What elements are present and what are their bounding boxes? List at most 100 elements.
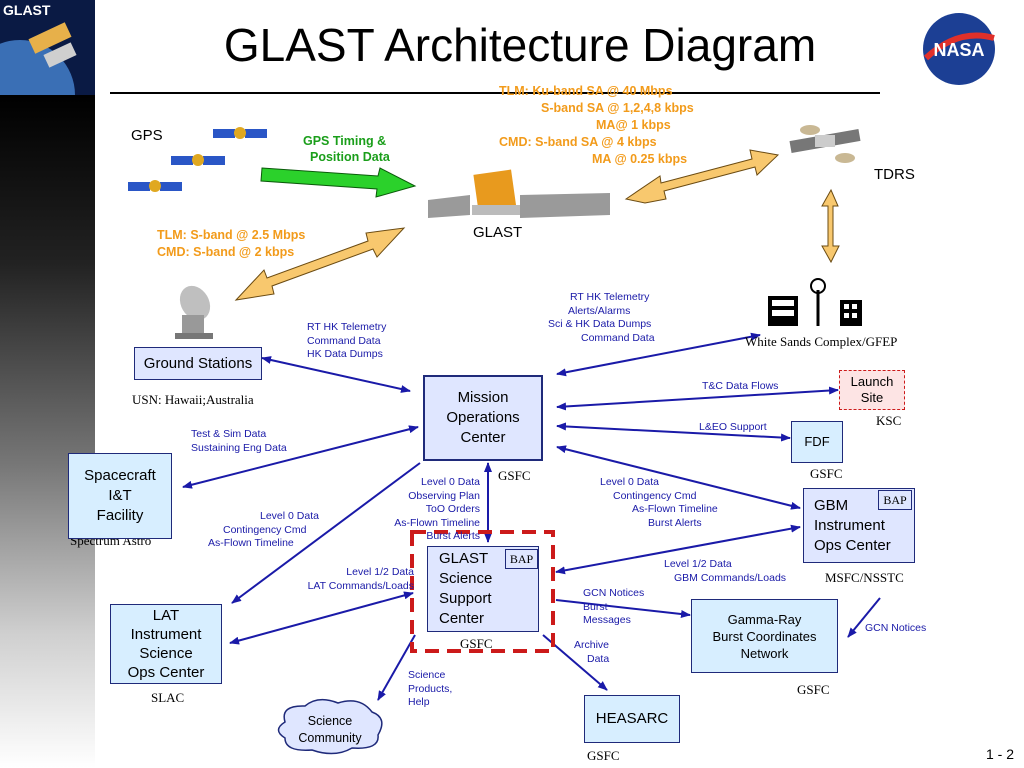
tc-flows-arrow [556, 386, 839, 411]
sidebar-gradient [0, 95, 95, 768]
gbm-gssc-arrow [555, 524, 801, 575]
gssc-bap-label: BAP [509, 552, 534, 566]
archive-flow-label: Archive Data [574, 639, 609, 666]
moc-lat-flow-label: Level 0 Data Contingency Cmd As-Flown Ti… [208, 510, 319, 551]
launch-label-2: Site [860, 390, 884, 405]
gbm-gssc-flow-1: Level 1/2 Data [664, 558, 732, 570]
gcn-location-label: GSFC [797, 682, 830, 697]
gs-moc-arrow [261, 356, 411, 393]
moc-gbm-flow-label: Level 0 Data Contingency Cmd As-Flown Ti… [600, 476, 718, 530]
lat-gssc-arrow [229, 591, 414, 645]
moc-label-3: Center [460, 429, 506, 446]
tlm-s-label-1: TLM: S-band @ 2.5 Mbps [157, 228, 306, 242]
heasarc-box[interactable]: HEASARC [584, 695, 680, 743]
tdrs-satellite-icon [789, 125, 861, 163]
title-divider [110, 92, 880, 94]
gps-timing-label-2: Position Data [310, 150, 390, 164]
gssc-box[interactable]: GLAST Science Support Center [427, 546, 539, 632]
community-label-1: Science [307, 714, 353, 728]
gssc-label-2: Science [439, 570, 493, 587]
gcn-label-3: Network [740, 645, 789, 661]
glast-logo: GLAST [0, 0, 95, 95]
tc-flows-label: T&C Data Flows [702, 380, 779, 392]
lat-gssc-flow-2: LAT Commands/Loads [307, 579, 414, 592]
lat-label-4: Ops Center [127, 664, 205, 681]
gcn-box[interactable]: Gamma-Ray Burst Coordinates Network [691, 599, 838, 673]
moc-gbm-flow-3: As-Flown Timeline [632, 503, 718, 516]
sci-prod-flow-2: Products, [408, 682, 453, 695]
lat-label-3: Science [139, 645, 193, 662]
gps-timing-label-1: GPS Timing & [303, 134, 387, 148]
sit-label-3: Facility [96, 507, 144, 524]
glast-logo-art [0, 22, 77, 95]
gbm-gssc-flow-2: GBM Commands/Loads [674, 571, 787, 584]
page-title: GLAST Architecture Diagram [223, 19, 817, 71]
fdf-label: FDF [804, 434, 830, 449]
sci-prod-flow-1: Science [408, 669, 446, 681]
moc-gssc-flow-label: Level 0 Data Observing Plan ToO Orders A… [387, 476, 480, 544]
tlm-ku-label-3: MA@ 1 kbps [596, 118, 671, 132]
moc-label-2: Operations [446, 409, 520, 426]
gbm-gcn-arrow [847, 597, 881, 638]
gssc-gcn-flow-label: GCN Notices Burst Messages [583, 587, 644, 628]
sit-label-1: Spacecraft [84, 467, 156, 484]
wsc-moc-flow-1: RT HK Telemetry [570, 291, 650, 303]
tdrs-wsc-link-arrow [821, 188, 840, 264]
test-sim-arrow [182, 425, 419, 489]
lat-location-label: SLAC [151, 690, 185, 705]
fdf-box[interactable]: FDF [791, 421, 843, 463]
gssc-location-label: GSFC [460, 636, 493, 651]
moc-gssc-flow-1: Level 0 Data [421, 476, 480, 488]
nasa-logo: NASA [923, 13, 995, 85]
wsc-label: White Sands Complex/GFEP [745, 334, 898, 349]
gssc-highlight-border [410, 530, 555, 653]
usn-label: USN: Hawaii;Australia [132, 392, 254, 407]
moc-label-1: Mission [457, 389, 509, 406]
moc-gssc-flow-4: As-Flown Timeline [394, 516, 480, 529]
gssc-gcn-arrow [555, 599, 691, 618]
lat-label-1: LAT [152, 607, 180, 624]
wsc-moc-flow-2: Alerts/Alarms [568, 304, 631, 317]
lat-isoc-box[interactable]: LAT Instrument Science Ops Center [110, 604, 222, 684]
glast-tdrs-link-arrow [624, 149, 780, 204]
moc-gbm-flow-2: Contingency Cmd [613, 489, 697, 502]
sci-products-flow-label: Science Products, Help [408, 669, 452, 710]
moc-gssc-flow-5: Burst Alerts [426, 530, 480, 543]
moc-lat-flow-3: As-Flown Timeline [208, 537, 294, 550]
leo-arrow [556, 422, 791, 442]
gssc-label-1: GLAST [439, 550, 489, 567]
launch-site-box[interactable]: Launch Site [839, 370, 905, 410]
wsc-moc-flow-label: RT HK Telemetry Alerts/Alarms Sci & HK D… [548, 291, 655, 345]
archive-flow-2: Data [587, 652, 610, 665]
test-flow-1: Test & Sim Data [191, 428, 267, 440]
tlm-ku-label-5: MA @ 0.25 kbps [592, 152, 688, 166]
gs-moc-flow-2: Command Data [307, 334, 381, 347]
glast-logo-text: GLAST [3, 2, 51, 18]
wsc-moc-flow-4: Command Data [581, 331, 655, 344]
ground-antenna-icon [175, 285, 213, 339]
test-sim-flow-label: Test & Sim Data Sustaining Eng Data [191, 428, 287, 455]
moc-box[interactable]: Mission Operations Center [423, 375, 543, 461]
gbm-bap-label: BAP [883, 493, 907, 507]
test-flow-2: Sustaining Eng Data [191, 441, 287, 454]
gssc-gcn-flow-3: Messages [583, 614, 631, 627]
moc-gssc-flow-3: ToO Orders [425, 503, 480, 516]
science-community-cloud [277, 698, 383, 755]
gs-moc-flow-3: HK Data Dumps [307, 348, 383, 361]
lat-gssc-flow-label: Level 1/2 Data LAT Commands/Loads [285, 566, 414, 593]
spacecraft-it-box[interactable]: Spacecraft I&T Facility [68, 453, 172, 539]
community-label-2: Community [298, 731, 362, 745]
leo-label: L&EO Support [699, 421, 767, 433]
heasarc-location-label: GSFC [587, 748, 620, 763]
moc-lat-flow-2: Contingency Cmd [223, 523, 307, 536]
gssc-bap-badge: BAP [505, 549, 538, 569]
moc-gbm-flow-1: Level 0 Data [600, 476, 659, 488]
tlm-ku-label-4: CMD: S-band SA @ 4 kbps [499, 135, 657, 149]
gbm-label-1: GBM [814, 496, 849, 514]
wsc-moc-flow-3: Sci & HK Data Dumps [548, 318, 652, 331]
gbm-gssc-flow-label: Level 1/2 Data GBM Commands/Loads [664, 558, 786, 585]
gs-moc-flow-1: RT HK Telemetry [307, 321, 387, 333]
fdf-location-label: GSFC [810, 466, 843, 481]
ground-stations-box[interactable]: Ground Stations [134, 347, 262, 380]
